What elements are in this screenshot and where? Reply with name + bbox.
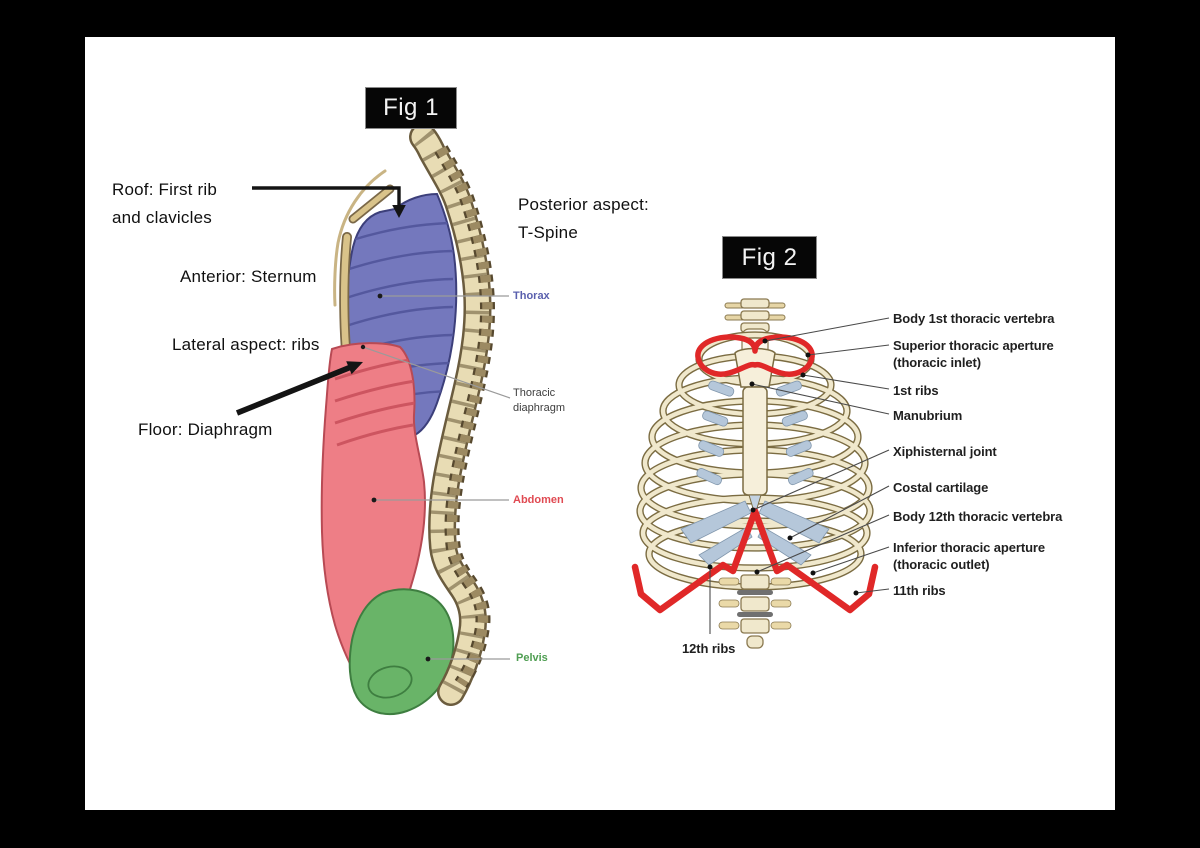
- thoracic-diaphragm-label-line2: diaphragm: [513, 402, 565, 414]
- xiphisternal-leader-line: [752, 449, 890, 511]
- fig2-thoracic-cage-illustration: [631, 298, 890, 649]
- inferior-aperture-label-line1: Inferior thoracic aperture: [893, 540, 1045, 555]
- anatomy-artwork: [235, 123, 890, 716]
- diaphragm-dome-stripes: [334, 357, 416, 447]
- posterior-annotation-line1: Posterior aspect:: [518, 195, 649, 214]
- body-12th-leader-line: [756, 514, 890, 573]
- abdomen-label: Abdomen: [513, 494, 564, 506]
- superior-aperture-label: Superior thoracic aperture (thoracic inl…: [893, 337, 1054, 371]
- twelfth-ribs-label: 12th ribs: [682, 641, 736, 656]
- lumbar-vertebrae: [718, 574, 792, 649]
- fig1-lateral-trunk-illustration: [235, 123, 511, 716]
- fig1-caption: Fig 1: [365, 87, 457, 129]
- superior-aperture-leader-line: [807, 344, 890, 356]
- sternum: [734, 347, 776, 517]
- roof-arrow: [252, 186, 406, 218]
- fig2-leader-lines: [709, 317, 890, 634]
- superior-aperture-label-line1: Superior thoracic aperture: [893, 338, 1054, 353]
- superior-aperture-label-line2: (thoracic inlet): [893, 355, 981, 370]
- diaphragm-leader-line: [362, 346, 511, 399]
- manubrium-label: Manubrium: [893, 408, 963, 423]
- spine-column: [409, 123, 495, 706]
- inferior-aperture-label-line2: (thoracic outlet): [893, 557, 990, 572]
- thorax-label: Thorax: [513, 290, 550, 302]
- thoracic-diaphragm-label: Thoracic diaphragm: [513, 386, 565, 416]
- costal-cartilage-label: Costal cartilage: [893, 480, 989, 495]
- eleventh-ribs-label: 11th ribs: [893, 583, 946, 598]
- posterior-annotation-line2: T-Spine: [518, 222, 578, 242]
- anterior-annotation: Anterior: Sternum: [180, 267, 317, 286]
- slide: Fig 1 Fig 2 Roof: First rib and clavicle…: [85, 37, 1115, 810]
- costal-cartilage-leader-line: [789, 485, 890, 539]
- inferior-aperture-leader-line: [812, 546, 890, 574]
- body-1st-label: Body 1st thoracic vertebra: [893, 311, 1055, 326]
- eleventh-ribs-leader-line: [855, 588, 890, 594]
- fig1-leader-lines: [362, 295, 511, 660]
- lateral-annotation: Lateral aspect: ribs: [172, 335, 320, 354]
- superior-aperture-outline: [695, 334, 815, 377]
- fig1-leader-dots: [360, 293, 431, 662]
- fig1-caption-text: Fig 1: [383, 94, 439, 121]
- floor-arrow: [235, 361, 363, 416]
- pelvis-label: Pelvis: [516, 652, 548, 664]
- sternum-body: [742, 386, 768, 496]
- intervertebral-discs: [413, 129, 489, 698]
- manubrium-leader-line: [751, 383, 890, 415]
- xiphoid-process: [748, 494, 762, 517]
- floor-annotation: Floor: Diaphragm: [138, 420, 273, 439]
- pelvis-region: [348, 588, 455, 716]
- body-1st-leader-line: [764, 317, 890, 342]
- xiphisternal-label: Xiphisternal joint: [893, 444, 997, 459]
- thoracic-diaphragm-label-line1: Thoracic: [513, 387, 556, 399]
- body-12th-label: Body 12th thoracic vertebra: [893, 509, 1063, 524]
- body-contour: [333, 169, 387, 307]
- posterior-annotation: Posterior aspect: T-Spine: [518, 191, 649, 246]
- pelvic-foramen: [367, 665, 413, 699]
- fig2-caption-text: Fig 2: [741, 243, 798, 271]
- roof-annotation: Roof: First rib and clavicles: [112, 176, 217, 231]
- roof-annotation-line2: and clavicles: [112, 207, 212, 227]
- roof-annotation-line1: Roof: First rib: [112, 180, 218, 199]
- first-ribs-label: 1st ribs: [893, 383, 939, 398]
- fig2-caption: Fig 2: [722, 236, 817, 279]
- costal-cartilage-segments: [680, 380, 830, 566]
- inferior-aperture-label: Inferior thoracic aperture (thoracic out…: [893, 539, 1045, 573]
- fig2-leader-dots: [707, 338, 859, 596]
- first-ribs-leader-line: [802, 374, 890, 390]
